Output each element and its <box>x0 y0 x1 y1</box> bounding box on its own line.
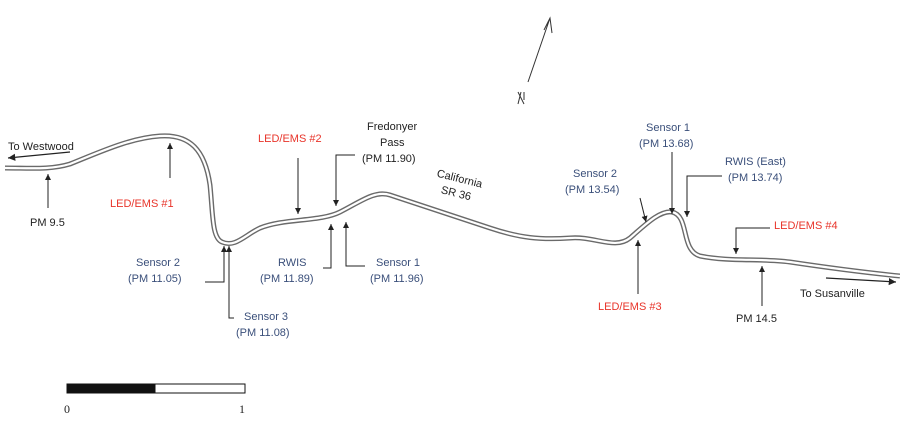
road-sr36 <box>4 133 900 279</box>
rwis-east-label-line1: RWIS (East) <box>725 156 786 168</box>
sensor-1-east-label-line2: (PM 13.68) <box>639 138 693 150</box>
sensor-2-east-label-line2: (PM 13.54) <box>565 184 619 196</box>
sensor-3-label-line2: (PM 11.08) <box>236 327 290 339</box>
sensor-1-west-label-line2: (PM 11.96) <box>370 273 424 285</box>
led-ems-1-label: LED/EMS #1 <box>110 198 174 210</box>
led-ems-2-label: LED/EMS #2 <box>258 133 322 145</box>
led-ems-4-label: LED/EMS #4 <box>774 220 838 232</box>
rwis-label-line1: RWIS <box>278 257 307 269</box>
pm-14-5-label: PM 14.5 <box>736 313 777 325</box>
fredonyer-label-line2: Pass <box>380 137 405 149</box>
east-destination-label: To Susanville <box>800 288 865 300</box>
scale-bar: 0 1 <box>64 383 246 416</box>
sensor-1-west-label-line1: Sensor 1 <box>376 257 420 269</box>
west-destination-label: To Westwood <box>8 141 74 153</box>
sensor-3-label-line1: Sensor 3 <box>244 311 288 323</box>
rwis-label-line2: (PM 11.89) <box>260 273 314 285</box>
rwis-east-label-line2: (PM 13.74) <box>728 172 782 184</box>
westbound-arrow <box>7 151 71 161</box>
leader-lines <box>45 143 770 319</box>
sensor-2-west-label-line1: Sensor 2 <box>136 257 180 269</box>
sensor-2-west-label-line2: (PM 11.05) <box>128 273 182 285</box>
fredonyer-label-line1: Fredonyer <box>367 121 417 133</box>
eastbound-arrow <box>825 277 897 286</box>
fredonyer-label-line3: (PM 11.90) <box>362 153 416 165</box>
sensor-2-east-label-line1: Sensor 2 <box>573 168 617 180</box>
road-name-label: California SR 36 <box>436 168 485 204</box>
sensor-1-east-label-line1: Sensor 1 <box>646 122 690 134</box>
scale-start-label: 0 <box>64 402 70 416</box>
led-ems-3-label: LED/EMS #3 <box>598 301 662 313</box>
pm-9-5-label: PM 9.5 <box>30 217 65 229</box>
scale-end-label: 1 <box>239 402 245 416</box>
north-arrow-icon <box>517 16 553 105</box>
